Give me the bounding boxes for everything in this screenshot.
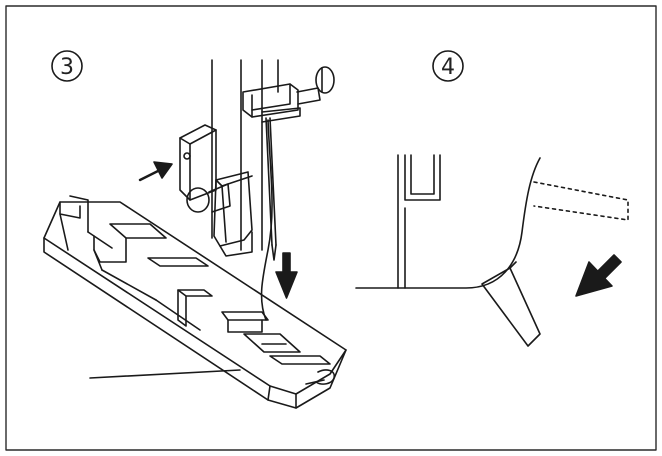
buttonhole-lever	[481, 261, 541, 347]
presser-foot-shank	[179, 124, 253, 257]
buttonhole-foot	[43, 195, 347, 409]
leader-line	[89, 369, 241, 379]
circled-number-icon	[432, 50, 464, 82]
down-left-arrow-icon	[575, 254, 622, 297]
diagram-border	[5, 5, 657, 451]
needle-clamp	[242, 66, 335, 123]
hidden-edges	[533, 181, 629, 221]
circled-number-icon	[51, 50, 83, 82]
step-4-number-badge: 4	[432, 50, 464, 82]
step-4-number: 4	[441, 55, 455, 80]
clamp-screw-icon	[315, 66, 335, 94]
down-arrow-icon	[275, 252, 298, 299]
needle	[260, 117, 277, 321]
machine-head	[355, 154, 541, 289]
step-3-panel: 3	[43, 50, 347, 409]
step-3-number: 3	[60, 55, 74, 80]
upper-thread	[260, 119, 273, 321]
step-3-number-badge: 3	[51, 50, 83, 82]
lever-arrow-icon	[138, 161, 173, 182]
step-4-panel: 4	[355, 50, 629, 347]
